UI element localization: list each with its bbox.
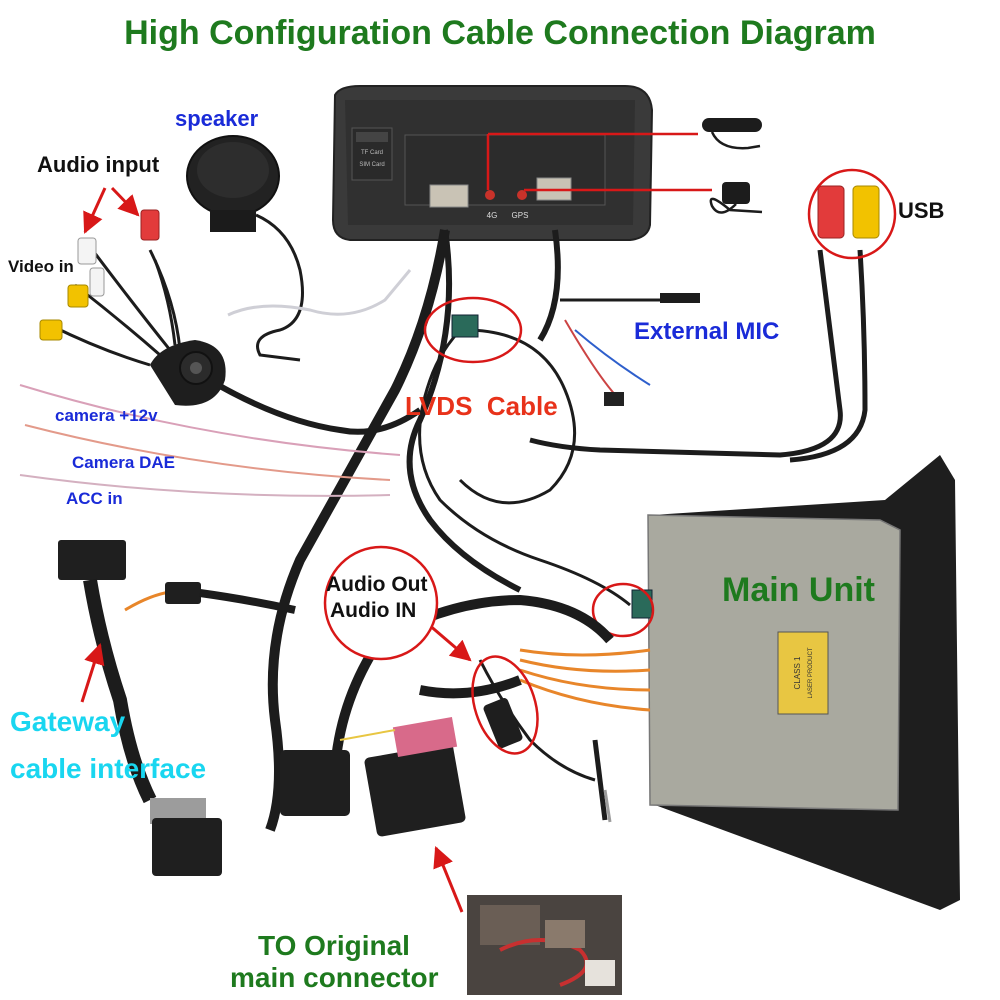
screen-right-harness bbox=[537, 229, 561, 342]
usb-highlight-circle bbox=[807, 168, 897, 260]
harness-branch bbox=[406, 229, 522, 593]
usb-cable bbox=[529, 249, 843, 458]
sim-card-label: SIM Card bbox=[359, 162, 384, 168]
lvds-port-highlight bbox=[591, 582, 655, 638]
lvds-highlight-circle bbox=[423, 296, 523, 364]
audio-rca-red bbox=[140, 209, 160, 241]
audio-out-arrow bbox=[427, 622, 472, 662]
speaker-label: speaker bbox=[175, 106, 259, 131]
4g-antenna bbox=[702, 118, 762, 150]
white-wire-bundle bbox=[227, 269, 412, 317]
secondary-connector-block bbox=[280, 729, 396, 816]
to-original-label-line2: main connector bbox=[230, 962, 439, 993]
gateway-cable-interface bbox=[58, 540, 296, 876]
original-connector-photo bbox=[467, 895, 622, 995]
audio-out-label: Audio Out bbox=[326, 573, 428, 596]
gateway-label-line1: Gateway bbox=[10, 706, 126, 737]
camera bbox=[150, 340, 226, 406]
usb-cable-2 bbox=[789, 249, 868, 463]
video-in-label: Video in bbox=[8, 257, 74, 276]
main-unit-label: Main Unit bbox=[722, 571, 875, 609]
gateway-arrow bbox=[80, 642, 105, 703]
audio-input-label: Audio input bbox=[37, 152, 160, 177]
4g-port-label: 4G bbox=[487, 211, 498, 220]
gps-antenna-port bbox=[517, 190, 527, 200]
small-connector bbox=[604, 392, 624, 406]
blue-wire bbox=[574, 329, 651, 386]
audio-jack-highlight bbox=[471, 655, 539, 755]
gps-antenna bbox=[709, 182, 763, 214]
lvds-cable bbox=[418, 296, 631, 607]
diagram-title: High Configuration Cable Connection Diag… bbox=[124, 14, 876, 52]
original-connector-arrow bbox=[433, 846, 464, 913]
audio-in-label: Audio IN bbox=[330, 599, 417, 622]
audio-out-label-circle bbox=[323, 545, 439, 661]
4g-antenna-port bbox=[485, 190, 495, 200]
camera-dae-label: Camera DAE bbox=[72, 453, 175, 472]
gateway-label-line2: cable interface bbox=[10, 753, 207, 784]
speaker bbox=[186, 135, 304, 362]
audio-input-arrow-right bbox=[110, 186, 140, 217]
camera-12v-label: camera +12v bbox=[55, 406, 158, 425]
rca-white-plug bbox=[89, 267, 105, 297]
tf-card-label: TF Card bbox=[361, 150, 383, 156]
usb-label: USB bbox=[898, 198, 945, 223]
orange-wire-bundle bbox=[519, 648, 651, 712]
sticker-line-2: LASER PRODUCT bbox=[808, 647, 814, 698]
to-original-label-line1: TO Original bbox=[258, 930, 410, 961]
acc-in-label: ACC in bbox=[66, 489, 123, 508]
audio-rca-white bbox=[77, 237, 97, 265]
bottom-harness-mid bbox=[419, 675, 522, 699]
audio-jack-cable bbox=[471, 655, 612, 823]
lvds-cable-label: LVDS Cable bbox=[405, 391, 558, 421]
laser-sticker: CLASS 1 LASER PRODUCT bbox=[777, 631, 829, 715]
main-unit: CLASS 1 LASER PRODUCT bbox=[591, 455, 960, 910]
video-rca-yellow-1 bbox=[67, 284, 89, 308]
video-rca-yellow-2 bbox=[39, 319, 63, 341]
main-harness-cable bbox=[265, 229, 450, 832]
main-connector-block bbox=[364, 717, 466, 837]
usb-connectors bbox=[807, 168, 897, 260]
external-mic-label: External MIC bbox=[634, 318, 780, 345]
audio-input-arrow-left bbox=[83, 187, 107, 234]
display-screen: TF Card SIM Card 4G GPS bbox=[331, 85, 654, 241]
sticker-line-1: CLASS 1 bbox=[793, 656, 802, 689]
gps-port-label: GPS bbox=[512, 211, 529, 220]
